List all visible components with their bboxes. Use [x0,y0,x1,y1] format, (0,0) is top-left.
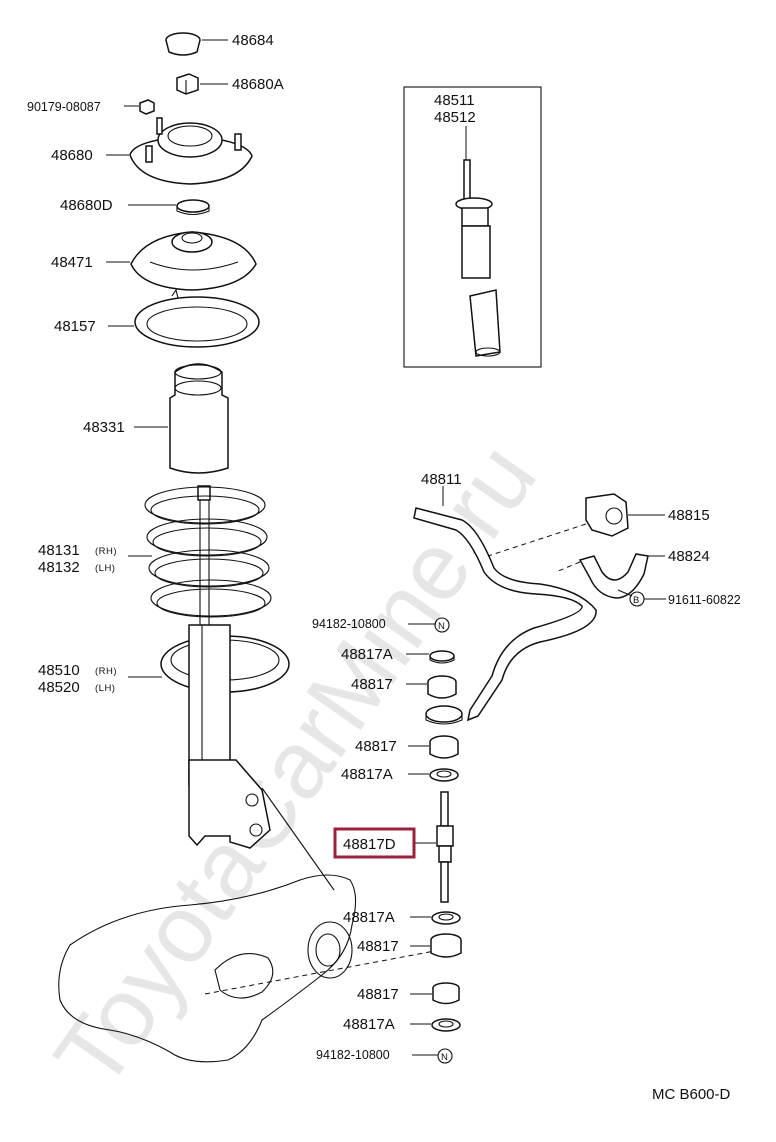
label-48680A: 48680A [232,76,284,93]
shock-absorber-box [403,86,542,368]
n-circle-bottom [437,1048,453,1064]
label-48811: 48811 [421,471,462,488]
bracket-48824-drawing [578,553,649,599]
coil-spring-48131-drawing [144,485,272,630]
stabilizer-bar-48811-drawing [413,507,597,725]
label-91611-60822: 91611-60822 [668,593,741,607]
label-n-top: N [438,621,445,632]
label-94182-10800-top: 94182-10800 [312,617,386,631]
bumper-48331-drawing [169,363,229,474]
cushion-48817A-1-drawing [429,650,455,664]
label-48815: 48815 [668,507,710,524]
label-48817A-4: 48817A [343,1016,395,1033]
label-48817-2: 48817 [355,738,397,755]
cushion-48817-1-drawing [427,675,457,699]
label-48824: 48824 [668,548,710,565]
label-48680: 48680 [51,147,93,164]
seat-48471-drawing [130,231,257,291]
label-48817-4: 48817 [357,986,399,1003]
n-circle-top [434,617,450,633]
cushion-48817-4-drawing [432,982,460,1005]
insulator-48157-drawing [134,288,260,348]
label-48817D: 48817D [343,836,396,853]
label-48510: 48510 [38,662,80,679]
washer-48680D-drawing [176,199,210,216]
label-48680D: 48680D [60,197,113,214]
label-b-marker: B [633,595,640,606]
label-48131: 48131 [38,542,80,559]
label-48817A-2: 48817A [341,766,393,783]
label-48132: 48132 [38,559,80,576]
label-lh-48132: (LH) [95,563,115,574]
label-lh-48520: (LH) [95,683,115,694]
label-48817A-3: 48817A [343,909,395,926]
label-48471: 48471 [51,254,93,271]
cushion-48817A-2-drawing [429,768,459,782]
label-48817A-1: 48817A [341,646,393,663]
bushing-48815-drawing [585,493,629,537]
cap-48684-drawing [165,32,201,56]
label-94182-10800-bottom: 94182-10800 [316,1048,390,1062]
shock-absorber-48511-drawing [455,159,501,357]
label-48512: 48512 [434,109,476,126]
support-48680-drawing [129,117,253,185]
cushion-48817-2-drawing [429,735,459,759]
cushion-48817A-4-drawing [431,1018,461,1032]
label-48817-3: 48817 [357,938,399,955]
highlight-box-48817D [333,827,416,859]
label-48684: 48684 [232,32,274,49]
label-rh-48510: (RH) [95,666,117,677]
label-48157: 48157 [54,318,96,335]
label-90179-08087: 90179-08087 [27,100,101,114]
steering-knuckle-drawing [58,874,441,1063]
nut-48680A-drawing [176,73,199,95]
diagram-code: MC B600-D [652,1086,731,1103]
label-48511: 48511 [434,92,475,109]
label-48331: 48331 [83,419,125,436]
label-rh-48131: (RH) [95,546,117,557]
link-bolt-48817D-drawing [436,791,454,903]
cushion-48817A-3-drawing [431,911,461,925]
watermark-text: ToyotaCarMine.ru [35,425,557,1107]
cushion-48817-3-drawing [430,933,462,958]
label-48520: 48520 [38,679,80,696]
label-48817-1: 48817 [351,676,393,693]
strut-48510-drawing [160,624,335,891]
label-n-bottom: N [441,1052,448,1063]
nut-90179-drawing [139,99,155,115]
